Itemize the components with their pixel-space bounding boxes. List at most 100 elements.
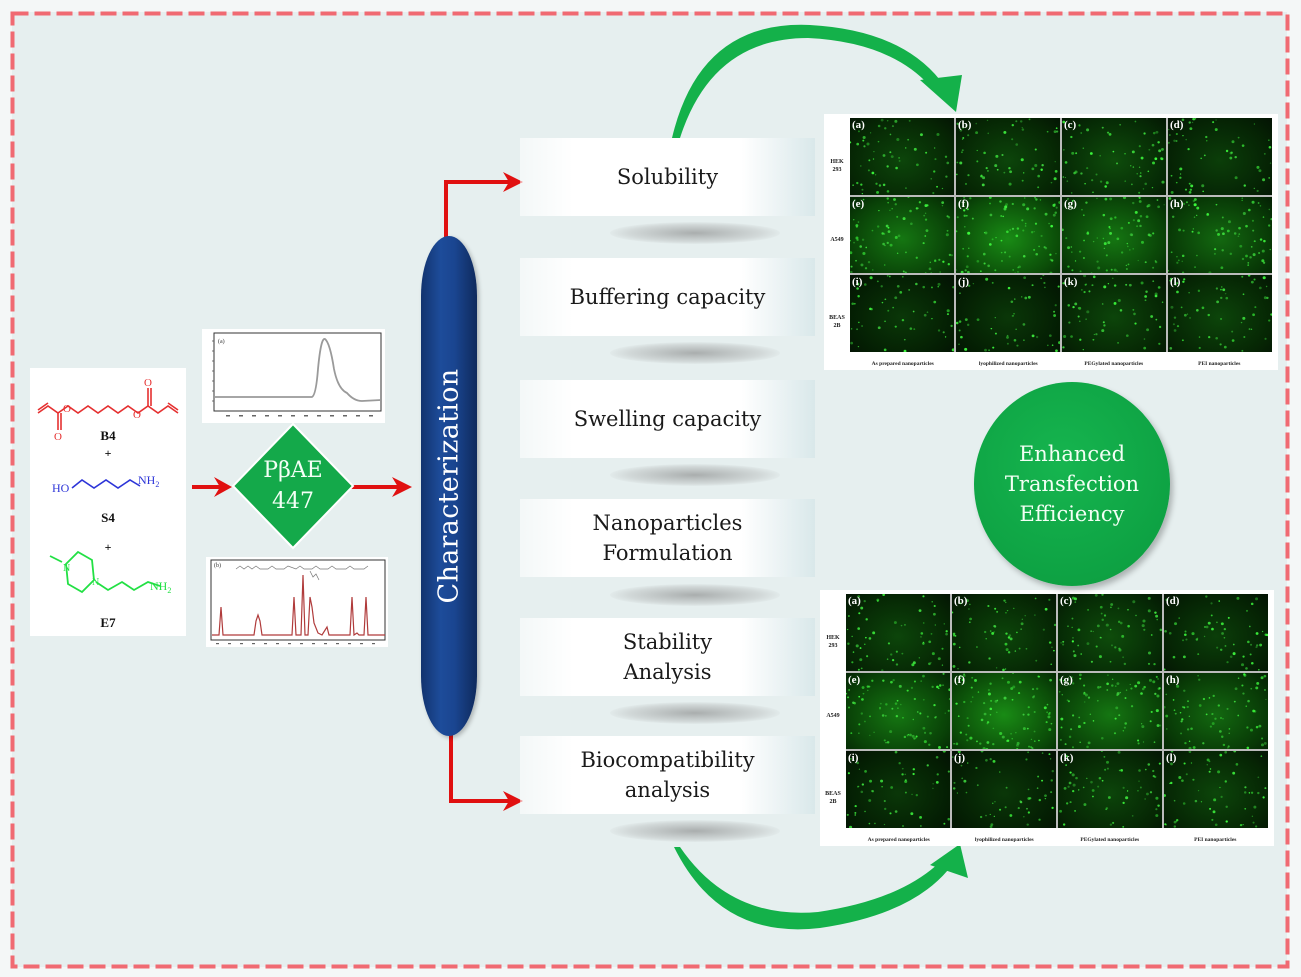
monomer-label-b4: B4	[100, 428, 116, 443]
item-shadow	[610, 584, 780, 606]
item-biocompatibility-analysis: Biocompatibility analysis	[520, 736, 815, 814]
outcome-line: Efficiency	[1019, 502, 1125, 526]
arrow-to-characterization	[348, 477, 412, 497]
b4-oxygen: O	[54, 431, 62, 443]
item-shadow	[610, 820, 780, 842]
item-swelling-capacity: Swelling capacity	[520, 380, 815, 458]
characterization-pill: Characterization	[421, 236, 477, 736]
micrograph-cell: (i)	[850, 275, 954, 352]
micrograph-cell: (d)	[1168, 118, 1272, 195]
item-nanoparticles-formulation: Nanoparticles Formulation	[520, 499, 815, 577]
micrograph-column-label: PEGylated nanoparticles	[1080, 837, 1140, 843]
item-solubility: Solubility	[520, 138, 815, 216]
micrograph-panel-label: (l)	[1170, 276, 1181, 289]
micrograph-cell: (b)	[952, 594, 1056, 671]
micrograph-column-label: PEI nanoparticles	[1198, 361, 1241, 367]
micrograph-grid: (a) (b) (c) (d) (e) (f) (g) (h) (i)(j) (k) (l)	[850, 118, 1272, 352]
product-diamond	[231, 422, 355, 550]
micrograph-cell: (k)	[1058, 751, 1162, 828]
micrograph-cell: (h)	[1168, 196, 1272, 274]
micrograph-grid: (a)(b)(c)(d)(e)(f)(g)(h)(i)(j)(k)(l)	[846, 594, 1268, 828]
s4-structure	[71, 479, 141, 489]
micrograph-column-label: PEI nanoparticles	[1194, 837, 1237, 843]
micrograph-column-label: As prepared nanoparticles	[871, 361, 934, 367]
plus-sign: +	[104, 540, 112, 554]
curved-arrow-bottom	[674, 844, 968, 930]
arrow-to-product	[192, 477, 232, 497]
monomer-label-e7: E7	[100, 615, 116, 630]
micrograph-row-label: HEK 293	[830, 159, 844, 173]
micrograph-panel-label: (b)	[954, 595, 968, 607]
micrograph-panel-label: (f)	[958, 197, 969, 210]
spectrum-a-label: (a)	[218, 338, 225, 345]
micrograph-panel-label: (a)	[848, 595, 861, 607]
item-shadow	[610, 342, 780, 364]
svg-text:HO: HO	[52, 481, 70, 495]
micrograph-cell: (g)	[1062, 196, 1166, 274]
micrograph-cell: (i)	[846, 751, 950, 828]
e7-structure	[49, 550, 161, 594]
micrograph-panel-label: (e)	[848, 673, 861, 686]
micrograph-row-label: BEAS 2B	[829, 315, 845, 329]
spectrum-b: (b)	[206, 557, 388, 647]
monomer-label-s4: S4	[101, 510, 115, 525]
micrograph-cell: (l)	[1164, 751, 1268, 828]
product-number: 447	[272, 489, 314, 514]
svg-text:O: O	[63, 403, 71, 415]
product-name: PβAE	[263, 458, 323, 483]
b4-structure	[37, 388, 179, 430]
curved-arrow-top	[672, 24, 962, 138]
monomers-panel: O O O O HO NH2 N N NH2 B4 + S4 + E7	[30, 368, 186, 636]
micrograph-panel-label: (j)	[954, 752, 965, 765]
micrograph-cell: (g)	[1058, 672, 1162, 750]
micrograph-panel-label: (e)	[852, 197, 865, 210]
micrograph-cell: (a)	[846, 594, 950, 671]
micrograph-cell: (e)	[846, 672, 950, 750]
micrograph-panel-label: (b)	[958, 119, 972, 131]
micrograph-cell: (f)	[952, 672, 1056, 750]
arrow-to-biocompatibility	[449, 734, 523, 811]
svg-text:N: N	[63, 563, 70, 574]
micrograph-row-label: HEK 293	[826, 635, 840, 649]
micrograph-cell: (j)	[952, 751, 1056, 828]
micrograph-panel-label: (l)	[1166, 752, 1177, 765]
svg-text:NH2: NH2	[138, 473, 159, 489]
item-shadow	[610, 222, 780, 244]
svg-text:NH2: NH2	[150, 579, 171, 595]
micrograph-cell: (k)	[1062, 275, 1166, 352]
micrograph-panel-label: (d)	[1170, 119, 1184, 131]
micrograph-panel-label: (g)	[1060, 673, 1073, 686]
svg-text:N: N	[92, 577, 99, 588]
micrograph-panel-label: (i)	[848, 752, 859, 765]
micrograph-panel-label: (h)	[1166, 673, 1180, 686]
characterization-label: Characterization	[433, 368, 465, 604]
micrograph-panel-label: (a)	[852, 119, 865, 131]
svg-text:O: O	[144, 377, 152, 389]
micrograph-row-label: A549	[826, 713, 840, 719]
arrow-to-solubility	[444, 172, 523, 238]
product-label: PβAE 447	[234, 455, 352, 517]
micrograph-column-label: PEGylated nanoparticles	[1084, 361, 1144, 367]
micrograph-cell: (a)	[850, 118, 954, 195]
micrograph-cell: (e)	[850, 196, 954, 274]
micrograph-panel-label: (d)	[1166, 595, 1180, 607]
micrograph-cell: (j)	[956, 275, 1060, 352]
micrograph-panel-label: (k)	[1064, 276, 1078, 289]
micrograph-panel-label: (k)	[1060, 752, 1074, 765]
micrograph-cell: (b)	[956, 118, 1060, 195]
micrograph-column-label: lyophilized nanoparticles	[978, 361, 1038, 367]
micrograph-cell: (h)	[1164, 672, 1268, 750]
micrograph-cell: (f)	[956, 196, 1060, 274]
micrograph-panel-label: (c)	[1064, 119, 1077, 131]
item-buffering-capacity: Buffering capacity	[520, 258, 815, 336]
micrograph-cell: (c)	[1062, 118, 1166, 195]
svg-text:O: O	[133, 409, 141, 421]
micrograph-row-label: BEAS 2B	[825, 791, 841, 805]
micrograph-panel-label: (g)	[1064, 197, 1077, 210]
outcome-line: Transfection	[1004, 472, 1140, 496]
spectrum-b-label: (b)	[214, 562, 221, 569]
item-stability-analysis: Stability Analysis	[520, 618, 815, 696]
item-shadow	[610, 464, 780, 486]
